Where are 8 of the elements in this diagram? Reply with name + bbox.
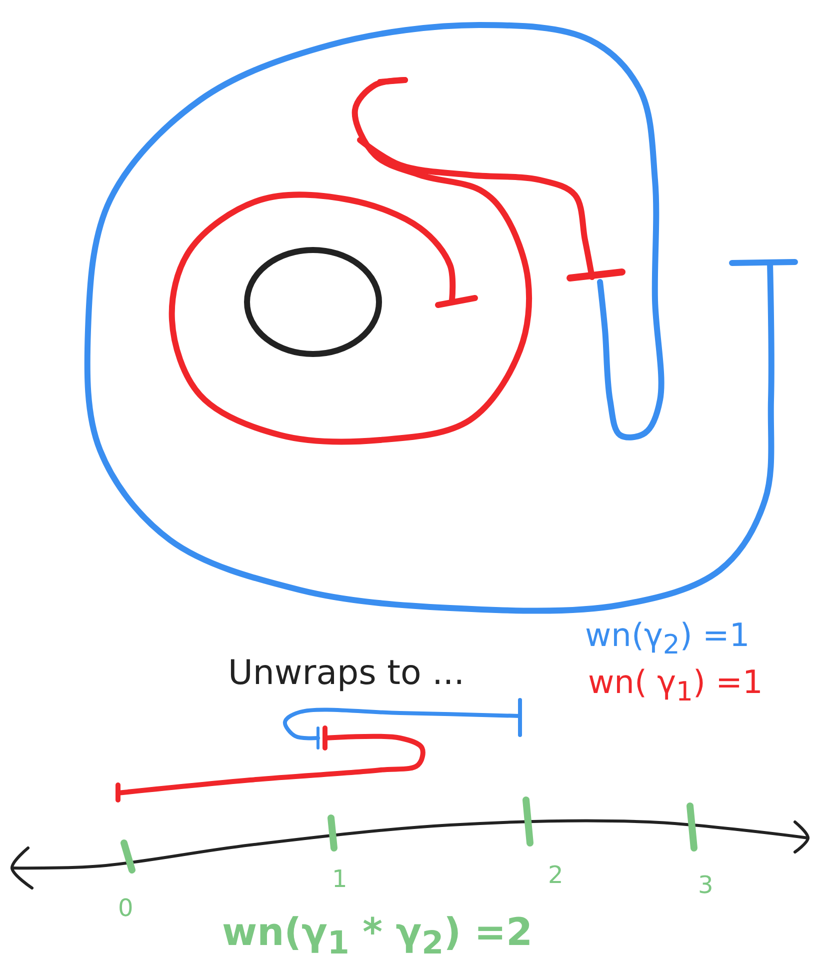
winding-number-text: wn( γ$_{1}$) =1 <box>588 665 763 707</box>
tick-label: 0 <box>118 895 134 922</box>
tick-label: 1 <box>332 866 348 892</box>
tick-label: 3 <box>698 872 714 898</box>
winding-number-text: wn(γ$_{2}$) =1 <box>585 618 750 660</box>
tick-label: 2 <box>548 862 564 888</box>
caption-text: Unwraps to ... <box>228 655 465 692</box>
winding-number-text: wn(γ$_{1}$ * γ$_{2}$) =2 <box>222 912 533 962</box>
